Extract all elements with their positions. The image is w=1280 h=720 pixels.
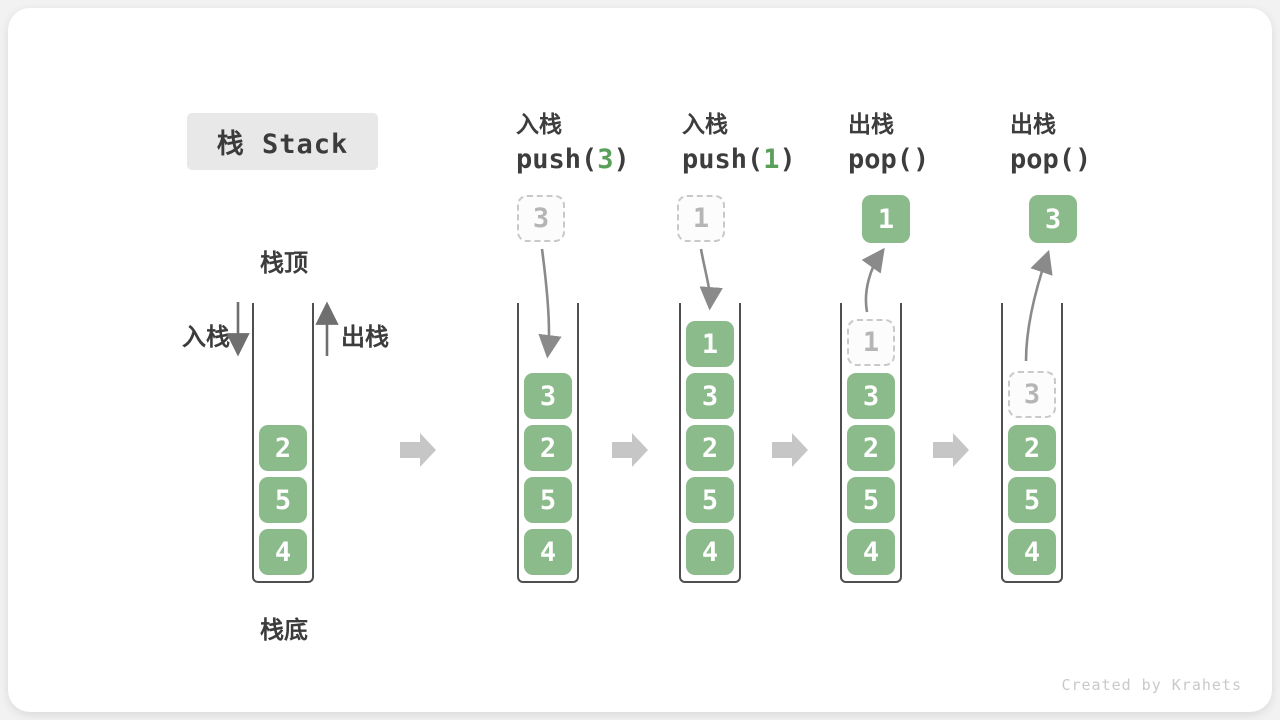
step-4-op-name: 出栈 xyxy=(1010,112,1056,138)
stack-cell: 2 xyxy=(847,425,895,471)
step-4-operation-label: 出栈 pop() xyxy=(1010,105,1091,175)
diagram-title-box: 栈 Stack xyxy=(187,113,378,170)
step-2-op-name: 入栈 xyxy=(682,112,728,138)
step-1-operation-label: 入栈 push(3) xyxy=(516,105,630,175)
stack-cell: 5 xyxy=(847,477,895,523)
step-3-op-name: 出栈 xyxy=(848,112,894,138)
popped-element-box: 3 xyxy=(1029,195,1077,243)
step-4-op-code: pop() xyxy=(1010,144,1092,175)
stack-cell: 4 xyxy=(1008,529,1056,575)
stack-cell: 4 xyxy=(524,529,572,575)
stack-cell: 5 xyxy=(524,477,572,523)
stack-cell: 4 xyxy=(847,529,895,575)
stack-cell: 3 xyxy=(847,373,895,419)
step-3-op-code: pop() xyxy=(848,144,930,175)
push-side-label: 入栈 xyxy=(182,323,230,351)
stack-cell: 1 xyxy=(686,321,734,367)
watermark: Created by Krahets xyxy=(1061,676,1242,694)
stack-bottom-label: 栈底 xyxy=(260,616,308,644)
step-1-op-name: 入栈 xyxy=(516,112,562,138)
removed-slot-box: 1 xyxy=(847,319,895,366)
stack-cell: 2 xyxy=(1008,425,1056,471)
stack-cell: 2 xyxy=(259,425,307,471)
step-2-operation-label: 入栈 push(1) xyxy=(682,105,796,175)
step-2-op-code: push(1) xyxy=(682,144,796,175)
stack-top-label: 栈顶 xyxy=(260,249,308,277)
step-1-op-code: push(3) xyxy=(516,144,630,175)
stack-cell: 5 xyxy=(259,477,307,523)
popped-element-box: 1 xyxy=(862,195,910,243)
stack-cell: 2 xyxy=(686,425,734,471)
stack-cell: 3 xyxy=(686,373,734,419)
removed-slot-box: 3 xyxy=(1008,371,1056,418)
incoming-element-box: 3 xyxy=(517,195,565,242)
stack-cell: 4 xyxy=(686,529,734,575)
stack-cell: 3 xyxy=(524,373,572,419)
diagram-title: 栈 Stack xyxy=(216,129,349,160)
step-3-operation-label: 出栈 pop() xyxy=(848,105,929,175)
stack-cell: 4 xyxy=(259,529,307,575)
incoming-element-box: 1 xyxy=(677,195,725,242)
pop-side-label: 出栈 xyxy=(341,323,389,351)
stack-cell: 5 xyxy=(1008,477,1056,523)
stack-cell: 2 xyxy=(524,425,572,471)
stack-cell: 5 xyxy=(686,477,734,523)
